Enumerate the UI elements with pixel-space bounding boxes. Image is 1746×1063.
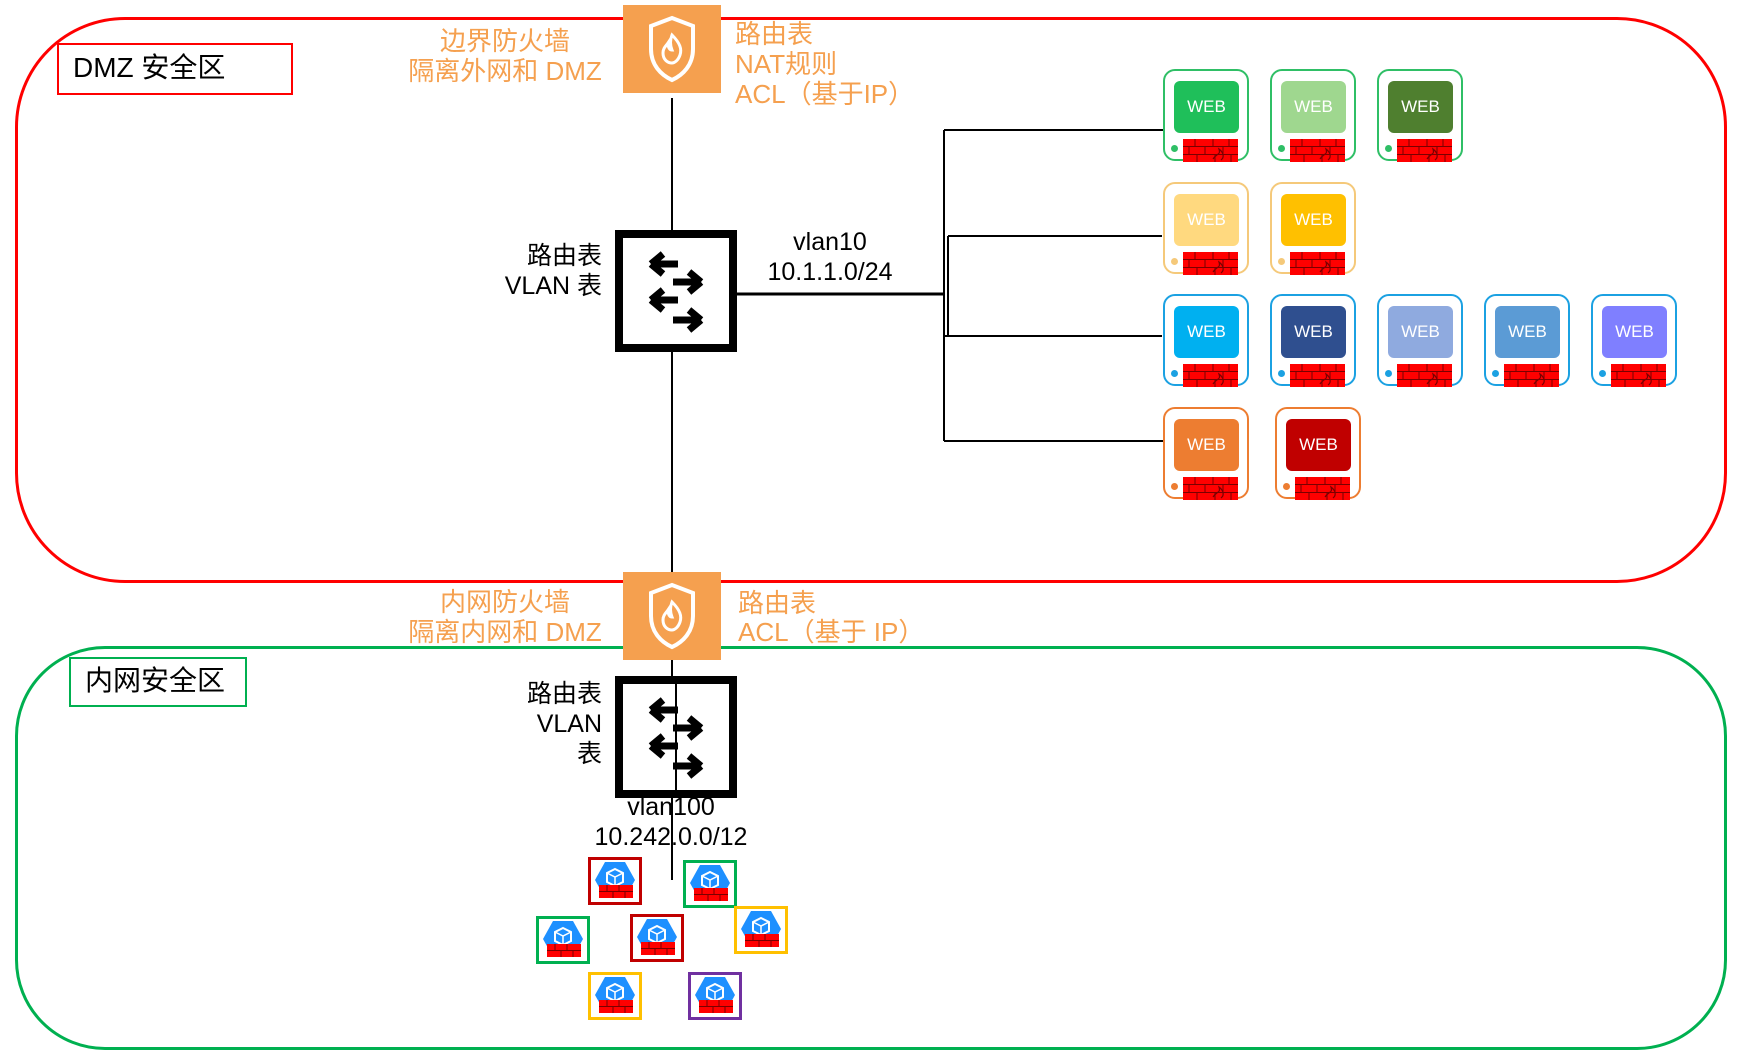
firewall-brick-icon <box>1183 477 1238 500</box>
firewall-brick-icon <box>1183 252 1238 275</box>
lan-switch-label-vlan: VLAN <box>536 710 602 738</box>
dmz-switch-label-route: 路由表 <box>526 242 602 270</box>
firewall-brick-icon <box>1183 364 1238 387</box>
k8s-pod-icon <box>630 914 684 962</box>
inner-firewall-desc: 隔离内网和 DMZ <box>408 617 602 647</box>
firewall-brick-icon <box>1504 364 1559 387</box>
web-server-label: WEB <box>1495 306 1560 358</box>
status-dot <box>1385 370 1392 377</box>
border-firewall-rule-nat: NAT规则 <box>735 49 838 79</box>
border-firewall-name: 边界防火墙 <box>439 26 570 56</box>
border-firewall-rule-route: 路由表 <box>735 19 814 49</box>
inner-firewall-rule-route: 路由表 <box>738 588 817 618</box>
web-server-label: WEB <box>1281 306 1346 358</box>
status-dot <box>1171 483 1178 490</box>
k8s-pod-icon <box>688 972 742 1020</box>
web-server: WEB <box>1591 294 1677 387</box>
dmz-zone-label: DMZ 安全区 <box>57 43 293 95</box>
web-server-label: WEB <box>1174 81 1239 133</box>
k8s-pod-icon <box>734 906 788 954</box>
firewall-brick-icon <box>1397 364 1452 387</box>
web-server-label: WEB <box>1286 419 1351 471</box>
status-dot <box>1385 145 1392 152</box>
inner-firewall-name: 内网防火墙 <box>439 587 570 617</box>
status-dot <box>1278 370 1285 377</box>
web-server: WEB <box>1270 69 1356 162</box>
web-server-label: WEB <box>1174 419 1239 471</box>
web-server-label: WEB <box>1174 306 1239 358</box>
status-dot <box>1492 370 1499 377</box>
dmz-zone <box>15 17 1727 583</box>
web-server-label: WEB <box>1281 81 1346 133</box>
web-server-label: WEB <box>1388 81 1453 133</box>
firewall-brick-icon <box>1183 139 1238 162</box>
lan-switch-label-route: 路由表 <box>526 680 602 708</box>
web-server-label: WEB <box>1174 194 1239 246</box>
border-firewall-icon <box>623 5 721 93</box>
k8s-pod-icon <box>536 916 590 964</box>
status-dot <box>1278 145 1285 152</box>
firewall-brick-icon <box>1290 139 1345 162</box>
status-dot <box>1278 258 1285 265</box>
dmz-vlan-subnet: 10.1.1.0/24 <box>767 258 893 286</box>
web-server-label: WEB <box>1388 306 1453 358</box>
border-firewall-rule-acl: ACL（基于IP） <box>735 79 915 109</box>
lan-switch-icon <box>615 676 737 798</box>
dmz-switch-label-vlan: VLAN 表 <box>504 272 602 300</box>
status-dot <box>1171 145 1178 152</box>
web-server: WEB <box>1163 69 1249 162</box>
inner-firewall-icon <box>623 572 721 660</box>
k8s-pod-icon <box>588 972 642 1020</box>
dmz-switch-icon <box>615 230 737 352</box>
lan-zone <box>15 646 1727 1050</box>
web-server-label: WEB <box>1602 306 1667 358</box>
border-firewall-desc: 隔离外网和 DMZ <box>408 56 602 86</box>
status-dot <box>1599 370 1606 377</box>
status-dot <box>1171 370 1178 377</box>
firewall-brick-icon <box>1611 364 1666 387</box>
firewall-brick-icon <box>1397 139 1452 162</box>
lan-vlan-name: vlan100 <box>627 793 715 821</box>
web-server: WEB <box>1163 294 1249 387</box>
web-server: WEB <box>1163 407 1249 500</box>
firewall-brick-icon <box>1290 364 1345 387</box>
web-server: WEB <box>1270 294 1356 387</box>
web-server: WEB <box>1377 69 1463 162</box>
dmz-vlan-name: vlan10 <box>793 228 867 256</box>
lan-vlan-subnet: 10.242.0.0/12 <box>594 823 748 851</box>
inner-firewall-rule-acl: ACL（基于 IP） <box>738 617 925 647</box>
web-server: WEB <box>1377 294 1463 387</box>
web-server: WEB <box>1484 294 1570 387</box>
firewall-brick-icon <box>1295 477 1350 500</box>
k8s-pod-icon <box>588 857 642 905</box>
web-server-label: WEB <box>1281 194 1346 246</box>
lan-switch-label-table: 表 <box>576 740 602 768</box>
web-server: WEB <box>1275 407 1361 500</box>
web-server: WEB <box>1270 182 1356 275</box>
web-server: WEB <box>1163 182 1249 275</box>
status-dot <box>1283 483 1290 490</box>
lan-zone-label: 内网安全区 <box>69 657 247 707</box>
firewall-brick-icon <box>1290 252 1345 275</box>
k8s-pod-icon <box>683 860 737 908</box>
status-dot <box>1171 258 1178 265</box>
